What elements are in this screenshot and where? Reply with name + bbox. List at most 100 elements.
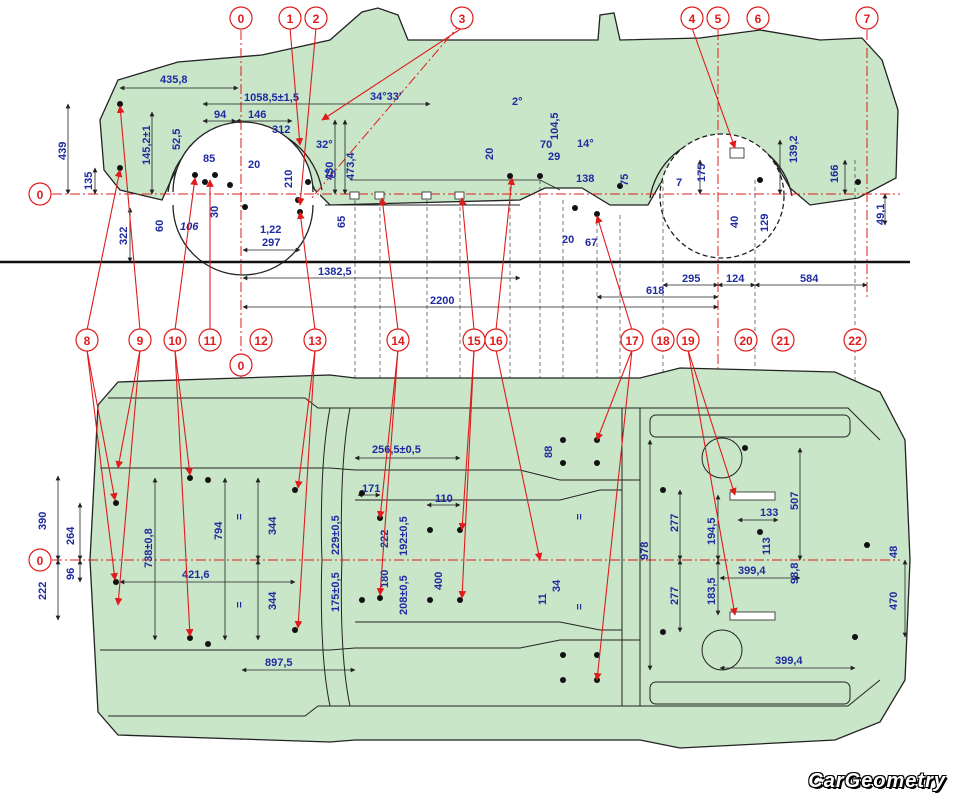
equal-mark-4: = [574,604,586,610]
dim-52-5: 52,5 [171,129,183,150]
dim-897-5: 897,5 [265,657,293,669]
dim-473-4: 473,4 [345,152,357,180]
ref-zero-top: 0 [229,6,253,30]
side-dimension-lines [65,85,888,310]
svg-text:20: 20 [739,334,753,348]
svg-text:0: 0 [37,554,44,568]
dim-344a: 344 [267,516,279,535]
ref-18: 18 [651,328,675,352]
dim-60: 60 [154,220,166,232]
dim-29: 29 [548,151,560,163]
svg-text:22: 22 [848,334,862,348]
ref-2: 2 [304,6,328,30]
svg-text:17: 17 [625,334,639,348]
dim-2200: 2200 [430,295,454,307]
dim-20a: 20 [248,159,260,171]
leader-lines [86,27,738,681]
dim-171: 171 [362,483,380,495]
ref-16: 16 [484,328,508,352]
dim-1382-5: 1382,5 [318,266,352,278]
ref-17: 17 [620,328,644,352]
car-body-top [89,367,911,749]
dim-222b: 222 [379,530,391,548]
svg-text:0: 0 [238,359,245,373]
dim-1058-5: 1058,5±1,5 [244,92,299,104]
ref-22: 22 [843,328,867,352]
dim-70b: 70 [540,139,552,151]
dim-399-4a: 399,4 [738,565,766,577]
dim-194-5: 194,5 [706,517,718,545]
rear-wheel [659,133,785,259]
dim-11: 11 [537,593,549,605]
dim-106: 106 [180,221,199,233]
side-bolts [349,147,745,200]
svg-text:4: 4 [689,12,696,26]
dim-30: 30 [209,206,221,218]
equal-mark-2: = [234,602,246,608]
dim-2deg: 2° [512,96,523,108]
svg-text:13: 13 [308,334,322,348]
ref-3: 3 [450,6,474,30]
ref-zero-mid: 0 [229,353,253,377]
svg-text:15: 15 [467,334,481,348]
dim-738: 738±0,8 [143,528,155,568]
svg-text:18: 18 [656,334,670,348]
dim-229: 229±0,5 [330,515,342,555]
dim-210: 210 [283,170,295,188]
dim-222a: 222 [37,582,49,600]
svg-text:21: 21 [776,334,790,348]
dim-439: 439 [57,142,69,160]
dim-32deg: 32° [316,139,333,151]
top-dimension-lines [55,439,908,673]
ref-15: 15 [462,328,486,352]
top-view: 256,5±0,5 421,6 171 110 133 399,4 399,4 … [37,367,911,749]
dim-618: 618 [646,285,664,297]
dim-98-8: 98,8 [789,563,801,584]
dim-135: 135 [83,172,95,190]
ref-labels-top: 0 1 2 3 4 5 6 7 0 0 0 [28,6,879,572]
ref-6: 6 [746,6,770,30]
dim-129: 129 [759,214,771,232]
dim-70a: 70 [324,169,336,181]
dim-264: 264 [65,526,77,545]
dim-312: 312 [272,124,290,136]
dim-166: 166 [829,165,841,183]
dim-192: 192±0,5 [398,516,410,556]
ref-4: 4 [680,6,704,30]
dim-400: 400 [433,572,445,590]
dim-94: 94 [214,109,227,121]
svg-text:6: 6 [755,12,762,26]
svg-text:9: 9 [137,334,144,348]
top-frame-lines [100,397,881,717]
dim-390: 390 [37,512,49,530]
ref-12: 12 [249,328,273,352]
ref-21: 21 [771,328,795,352]
ref-10: 10 [163,328,187,352]
dim-322: 322 [118,227,130,245]
svg-text:2: 2 [313,12,320,26]
svg-text:10: 10 [168,334,182,348]
ref-20: 20 [734,328,758,352]
svg-text:5: 5 [715,12,722,26]
ref-11: 11 [198,328,222,352]
dim-584: 584 [800,273,819,285]
equal-mark-3: = [574,514,586,520]
dim-978: 978 [639,542,651,560]
dim-49-1: 49,1 [875,204,887,225]
dim-88: 88 [543,446,555,458]
dim-146: 146 [248,109,266,121]
dim-435-8: 435,8 [160,74,188,86]
svg-text:14: 14 [391,334,405,348]
dim-75: 75 [619,174,631,186]
dim-507: 507 [789,492,801,510]
svg-text:8: 8 [84,334,91,348]
ref-1: 1 [278,6,302,30]
dim-14deg: 14° [577,138,594,150]
top-bolts [729,491,776,621]
dim-40: 40 [729,216,741,228]
dim-256-5: 256,5±0,5 [372,444,421,456]
dim-110: 110 [435,493,453,505]
svg-text:19: 19 [681,334,695,348]
dim-175: 175 [696,164,708,182]
